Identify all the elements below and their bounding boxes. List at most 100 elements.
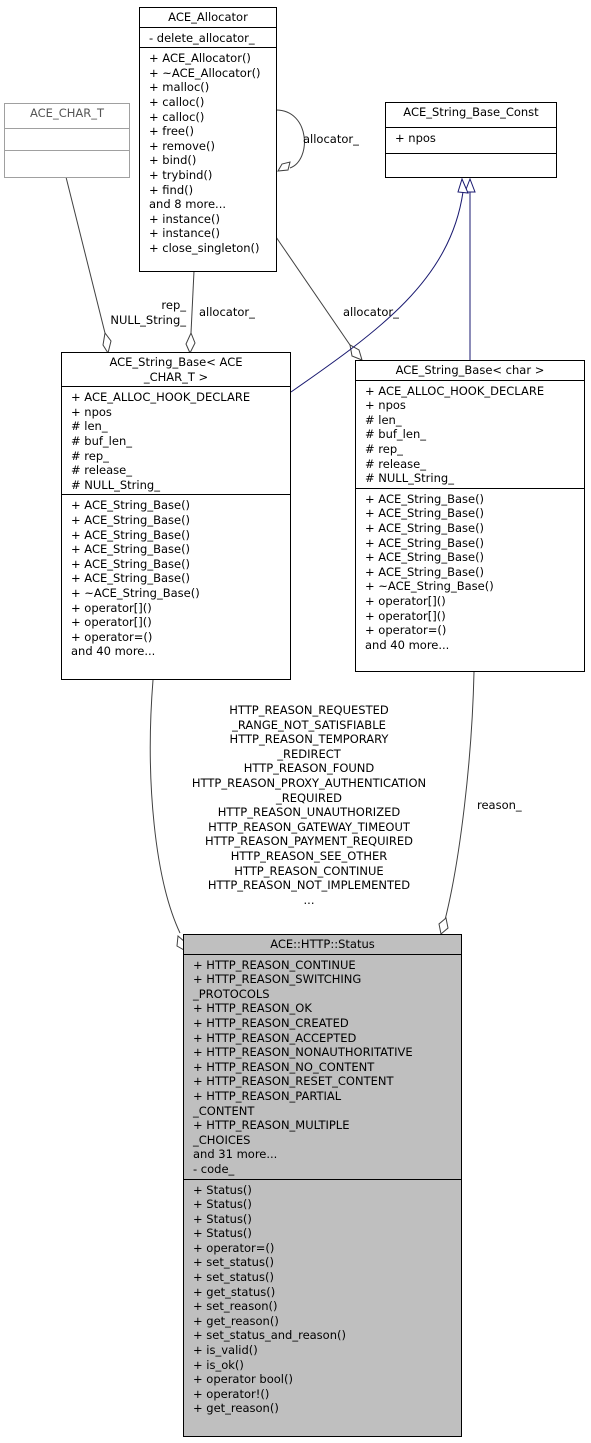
node-attributes: + HTTP_REASON_CONTINUE+ HTTP_REASON_SWIT… [184, 953, 461, 1179]
node-ace-char-t[interactable]: ACE_CHAR_T [4, 103, 130, 178]
member-line: + close_singleton() [149, 240, 260, 255]
node-attributes: + ACE_ALLOC_HOOK_DECLARE+ npos# len_# bu… [62, 386, 290, 494]
member-line: + Status() [193, 1211, 252, 1226]
aggregation-diamond [102, 331, 112, 355]
member-line: + find() [149, 182, 194, 197]
inheritance-arrow [457, 177, 469, 194]
aggregation-diamond [438, 917, 449, 935]
edge-allocator-to-stringbase [190, 270, 195, 334]
node-ace-string-base-const[interactable]: ACE_String_Base_Const + npos [385, 102, 557, 178]
member-line: + npos [395, 131, 436, 145]
member-line: + operator[]() [71, 615, 152, 630]
member-line: + ACE_String_Base() [365, 506, 485, 521]
node-attributes [5, 128, 129, 150]
inheritance-arrow [464, 177, 476, 193]
member-line: + instance() [149, 211, 220, 226]
member-line: + operator[]() [71, 600, 152, 615]
member-line: + ~ACE_String_Base() [71, 585, 200, 600]
member-line: + is_ok() [193, 1357, 244, 1372]
node-methods [5, 150, 129, 176]
node-ace-http-status[interactable]: ACE::HTTP::Status + HTTP_REASON_CONTINUE… [183, 934, 462, 1437]
aggregation-diamond [349, 344, 363, 361]
member-line: # release_ [365, 456, 426, 471]
member-line: ... [303, 892, 315, 907]
node-methods: + ACE_String_Base()+ ACE_String_Base()+ … [356, 487, 584, 655]
member-line: + HTTP_REASON_SWITCHING [193, 972, 362, 987]
member-line: # buf_len_ [71, 433, 132, 448]
member-line: HTTP_REASON_CONTINUE [234, 863, 384, 878]
member-line: + ACE_String_Base() [71, 498, 191, 513]
member-line: HTTP_REASON_PAYMENT_REQUIRED [205, 834, 413, 849]
member-line: NULL_String_ [110, 312, 186, 327]
edge-label-allocator-self: allocator_ [303, 132, 359, 146]
edge-stringbase-to-status [149, 679, 181, 934]
title-line: ACE_Allocator [168, 10, 248, 24]
member-line: + HTTP_REASON_MULTIPLE [193, 1118, 350, 1133]
node-ace-string-base-char-t[interactable]: ACE_String_Base< ACE_CHAR_T > + ACE_ALLO… [61, 352, 291, 680]
member-line: + get_reason() [193, 1313, 279, 1328]
member-line: + ACE_String_Base() [365, 535, 485, 550]
member-line: + npos [365, 398, 406, 413]
edge-allocator-self [275, 109, 305, 169]
member-line: + Status() [193, 1197, 252, 1212]
member-line: and 40 more... [71, 644, 156, 659]
member-line: + free() [149, 124, 194, 139]
member-line: + ACE_String_Base() [71, 527, 191, 542]
member-line: + ACE_String_Base() [71, 556, 191, 571]
member-line: _CHOICES [193, 1132, 251, 1147]
member-line: + HTTP_REASON_ACCEPTED [193, 1030, 357, 1045]
edge-allocator-to-stringbase-char [275, 236, 351, 346]
member-line: + ~ACE_Allocator() [149, 65, 261, 80]
title-line: ACE_String_Base< ACE [109, 355, 243, 369]
member-line: + remove() [149, 138, 215, 153]
edge-stringbase-char-to-status [444, 671, 475, 921]
member-line: + operator=() [193, 1240, 275, 1255]
member-line: HTTP_REASON_FOUND [243, 761, 375, 776]
member-line: HTTP_REASON_REQUESTED [229, 703, 389, 717]
node-ace-string-base-char[interactable]: ACE_String_Base< char > + ACE_ALLOC_HOOK… [355, 360, 585, 672]
member-line: + set_status() [193, 1255, 274, 1270]
member-line: and 40 more... [365, 637, 450, 652]
title-line: ACE_CHAR_T [29, 106, 105, 120]
member-line: # rep_ [71, 448, 109, 463]
member-line: + operator bool() [193, 1372, 293, 1387]
member-line: + ACE_String_Base() [71, 512, 191, 527]
member-line: - delete_allocator_ [149, 30, 255, 45]
member-line: + set_status() [193, 1270, 274, 1285]
member-line: + HTTP_REASON_OK [193, 1001, 312, 1016]
edge-chart-to-stringbase [65, 176, 106, 334]
member-line: + instance() [149, 226, 220, 241]
member-line: HTTP_REASON_TEMPORARY [229, 732, 389, 747]
member-line: + calloc() [149, 94, 205, 109]
member-line: + ACE_String_Base() [365, 564, 485, 579]
member-line: + ACE_ALLOC_HOOK_DECLARE [71, 390, 251, 405]
member-line: + bind() [149, 153, 197, 168]
member-line: and 8 more... [149, 197, 227, 212]
edge-label-reason: reason_ [477, 798, 522, 812]
member-line: + set_reason() [193, 1299, 278, 1314]
member-line: # NULL_String_ [71, 477, 160, 492]
member-line: + HTTP_REASON_CONTINUE [193, 957, 356, 972]
member-line: # len_ [71, 419, 108, 434]
member-line: rep_ [161, 298, 186, 312]
member-line: HTTP_REASON_NOT_IMPLEMENTED [207, 878, 411, 893]
node-title: ACE_CHAR_T [5, 104, 129, 128]
member-line: # len_ [365, 412, 402, 427]
member-line: + HTTP_REASON_PARTIAL [193, 1088, 342, 1103]
node-methods [386, 153, 556, 177]
member-line: HTTP_REASON_PROXY_AUTHENTICATION [191, 775, 427, 790]
aggregation-diamond [185, 331, 196, 355]
member-line: _PROTOCOLS [193, 986, 270, 1001]
member-line: + set_status_and_reason() [193, 1328, 346, 1343]
node-attributes: - delete_allocator_ [140, 26, 276, 48]
edge-label-rep-null-string: rep_NULL_String_ [96, 298, 186, 327]
member-line: + operator!() [193, 1386, 270, 1401]
title-line: ACE_String_Base< char > [395, 363, 545, 377]
member-line: + ACE_String_Base() [365, 550, 485, 565]
member-line: _RANGE_NOT_SATISFIABLE [232, 717, 386, 732]
node-ace-allocator[interactable]: ACE_Allocator - delete_allocator_ + ACE_… [139, 7, 277, 272]
member-line: + get_status() [193, 1284, 276, 1299]
edge-label-allocator-left: allocator_ [199, 305, 255, 319]
node-title: ACE_Allocator [140, 8, 276, 27]
